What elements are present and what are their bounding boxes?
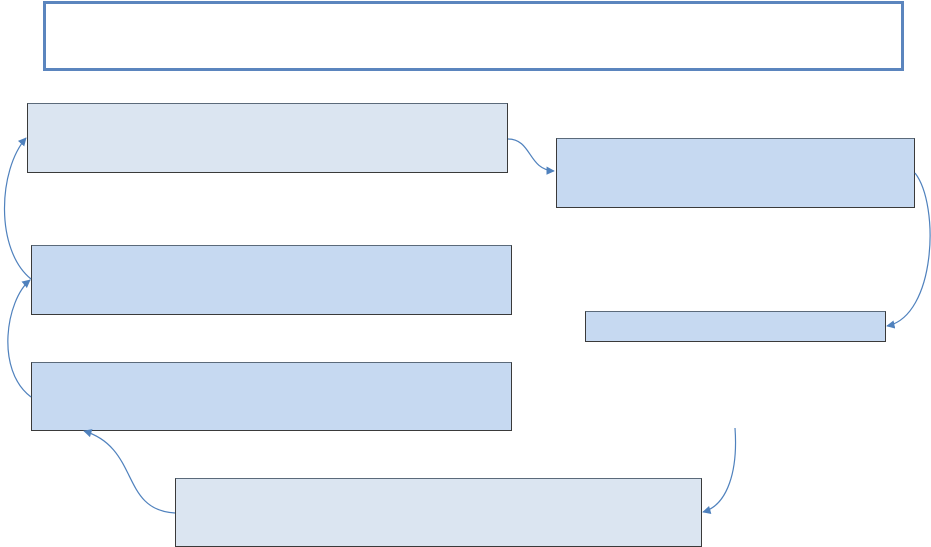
- flow-box-middle-left: [31, 245, 512, 315]
- flow-box-bottom: [175, 478, 702, 547]
- flow-box-lower-left: [31, 362, 512, 431]
- arrow-e-to-f: [7, 279, 32, 398]
- flow-box-middle-right: [585, 311, 886, 342]
- arrow-d-to-e: [83, 429, 176, 514]
- flow-box-top-left: [27, 103, 508, 173]
- flow-box-top-right: [556, 138, 915, 208]
- arrow-c-to-d: [702, 427, 737, 514]
- arrow-a-to-b: [507, 138, 555, 175]
- title-box: [43, 1, 904, 71]
